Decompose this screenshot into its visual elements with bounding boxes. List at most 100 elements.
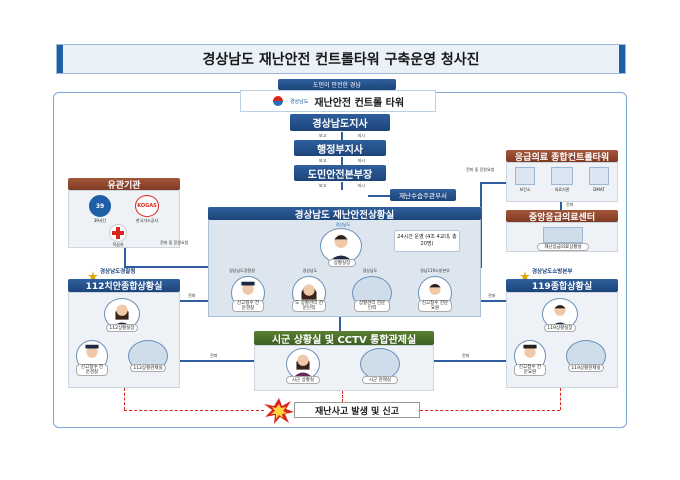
- situation-room-title: 경상남도 재난안전상황실: [208, 207, 481, 221]
- medical-title: 응급의료 종합컨트롤타워: [506, 150, 618, 163]
- fire-staff-label: 신고접수 전문요원: [514, 364, 546, 376]
- medical-item-health-center: 보건소: [519, 187, 531, 192]
- staff-label-room: 상황관리 전문인력: [354, 300, 390, 312]
- chain-line: [341, 131, 343, 140]
- county-room-portrait: [286, 348, 320, 380]
- medical-item-hospital: 의료기관: [554, 187, 570, 192]
- chain-link-1: 보고 지시: [319, 131, 365, 140]
- chief-portrait: [320, 228, 362, 264]
- dept-connector: [368, 195, 390, 197]
- police-chief-label: 112상황실장: [106, 324, 138, 332]
- medical-center-photo: [543, 227, 583, 243]
- county-title-text: 시군 상황실 및 CCTV 통합관제실: [271, 334, 417, 346]
- red-cross-icon: [109, 224, 127, 242]
- fire-title: 119종합상황실: [506, 279, 618, 292]
- direct-text: 지시: [357, 182, 365, 188]
- safety-director-label: 도민안전본부장: [307, 169, 373, 181]
- health-center-icon: [515, 167, 535, 185]
- org-label-fire: 경남119소방본부: [420, 268, 450, 273]
- police-link: [180, 300, 208, 302]
- logo-text: 경상남도: [289, 98, 309, 105]
- chief-label: 상황실장: [328, 259, 356, 267]
- medical-center-title: 중앙응급의료센터: [506, 210, 618, 223]
- related-agency-redcross: 적십자: [112, 242, 124, 247]
- slogan-text: 도민이 안전한 경남: [313, 82, 361, 89]
- gas-corp-icon: KOGAS: [135, 195, 159, 217]
- medical-item-dmat: DMAT: [593, 187, 605, 192]
- county-room-label: 시군 상황실: [286, 376, 320, 384]
- fire-room-label: 119상황관제실: [568, 364, 604, 372]
- person-icon: [327, 234, 355, 263]
- report-text: 보고: [319, 182, 327, 188]
- incident-left-up: [124, 388, 125, 410]
- agencies-line: [124, 248, 126, 266]
- disaster-dept-label: 재난수습주관부서: [399, 192, 447, 200]
- incident-right-line: [420, 410, 560, 411]
- chain-line: [341, 156, 343, 165]
- medical-center-title-text: 중앙응급의료센터: [528, 212, 596, 223]
- vice-governor-label: 행정부지사: [317, 144, 363, 156]
- disaster-dept-box: 재난수습주관부서: [390, 189, 456, 201]
- agencies-connector-text: 전파 및 응원요청: [160, 240, 189, 245]
- county-right-link: [434, 360, 506, 362]
- medical-title-text: 응급의료 종합컨트롤타워: [514, 152, 610, 163]
- direct-text: 지시: [357, 157, 365, 163]
- org-label-province-1: 경상남도: [302, 268, 318, 273]
- fire-title-text: 119종합상황실: [531, 282, 593, 292]
- incident-left-line: [124, 410, 264, 411]
- medical-line-v: [480, 182, 482, 268]
- police-emblem-icon: [88, 266, 98, 281]
- county-right-broadcast: 전파: [462, 353, 470, 358]
- related-agencies-title: 유관기관: [68, 178, 180, 191]
- county-left-broadcast: 전파: [210, 353, 218, 358]
- vice-governor-box: 행정부지사: [294, 140, 386, 156]
- staff-label-fire: 신고접수 전문요원: [418, 300, 452, 312]
- org-label-police: 경상남도경찰청: [229, 268, 255, 273]
- medical-broadcast-text: 전파: [566, 202, 574, 207]
- fire-org-text: 경상남도소방본부: [532, 269, 573, 275]
- police-org-text: 경상남도경찰청: [100, 269, 136, 275]
- related-agencies-title-text: 유관기관: [107, 180, 141, 191]
- fire-emblem-icon: [520, 266, 530, 281]
- situation-room-title-text: 경상남도 재난안전상황실: [294, 209, 395, 221]
- police-title-text: 112치안종합상황실: [85, 282, 163, 292]
- medical-panel: 보건소 의료기관 DMAT: [506, 162, 618, 202]
- governor-box: 경상남도지사: [290, 114, 390, 131]
- medical-line-h: [480, 182, 506, 184]
- person-icon: [291, 354, 315, 379]
- gyeongnam-logo-icon: [272, 96, 283, 106]
- org-label-province-2: 경상남도: [362, 268, 378, 273]
- medical-center-label: 재난응급의료상황실: [537, 243, 589, 251]
- related-agency-gas: 한국가스공사: [135, 218, 159, 223]
- county-panel: [254, 345, 434, 391]
- hospital-icon: [551, 167, 573, 185]
- county-cctv-photo: [360, 348, 400, 380]
- fire-chief-label: 119상황실장: [544, 324, 576, 332]
- ops-note-box: 24시간 운영 (4조 4교대, 총 20명): [394, 230, 460, 252]
- medical-center-panel: 재난응급의료상황실: [506, 222, 618, 252]
- incident-center-up: [342, 391, 343, 402]
- county-title: 시군 상황실 및 CCTV 통합관제실: [254, 331, 434, 346]
- staff-label-police: 신고접수 전문경찰: [232, 300, 264, 312]
- explosion-icon: [264, 398, 294, 424]
- police-title: 112치안종합상황실: [68, 279, 180, 292]
- incident-label: 재난사고 발생 및 신고: [315, 406, 399, 417]
- related-agency-army: 39사단: [93, 218, 107, 223]
- county-cctv-label: 시군 관제실: [362, 376, 398, 384]
- staff-label-province: 도 상황관리 전문인력: [292, 300, 326, 312]
- medical-center-line: [560, 202, 562, 210]
- situation-room-logo: 경상남도: [335, 222, 351, 227]
- page-title: 경상남도 재난안전 컨트롤타워 구축운영 청사진: [56, 44, 626, 74]
- ops-note-text: 24시간 운영 (4조 4교대, 총 20명): [397, 234, 457, 247]
- direct-text: 지시: [357, 132, 365, 138]
- report-text: 보고: [319, 157, 327, 163]
- governor-label: 경상남도지사: [312, 119, 368, 130]
- agencies-line-h: [124, 266, 208, 268]
- chain-line: [341, 181, 343, 190]
- police-room-label: 112상황관제실: [130, 364, 166, 372]
- related-agencies-panel: 39 39사단 KOGAS 한국가스공사 적십자: [68, 190, 180, 248]
- army-unit-icon: 39: [89, 195, 111, 217]
- police-broadcast-text: 전파: [188, 293, 196, 298]
- incident-box: 재난사고 발생 및 신고: [294, 402, 420, 418]
- police-staff-label: 신고접수 전문경찰: [76, 364, 108, 376]
